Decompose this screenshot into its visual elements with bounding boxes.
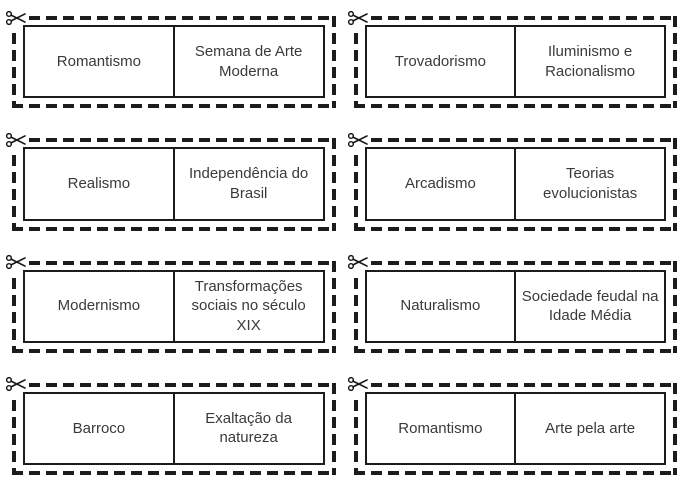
cutout-card: Arcadismo Teorias evolucionistas xyxy=(344,129,677,231)
cutout-card: Barroco Exaltação da natureza xyxy=(3,373,336,475)
scissors-icon xyxy=(344,373,371,395)
card-movement-label: Modernismo xyxy=(57,297,141,315)
cutout-card: Romantismo Arte pela arte xyxy=(344,373,677,475)
card-context-label: Iluminismo e Racionalismo xyxy=(545,43,636,80)
cutout-card: Modernismo Transformações sociais no séc… xyxy=(3,251,336,353)
card-context-label: Exaltação da natureza xyxy=(205,409,292,447)
card-movement-label: Romantismo xyxy=(56,52,141,70)
scissors-icon xyxy=(344,7,371,28)
card-context-cell: Transformações sociais no século XIX xyxy=(172,271,323,341)
card-movement-label: Arcadismo xyxy=(404,175,476,193)
card-context-label: Teorias evolucionistas xyxy=(543,165,638,202)
card-body: Realismo Independência do Brasil xyxy=(23,147,325,221)
scissors-icon xyxy=(3,373,29,395)
card-context-cell: Sociedade feudal na Idade Média xyxy=(514,271,664,341)
scissors-icon xyxy=(344,251,371,273)
cutout-card: Naturalismo Sociedade feudal na Idade Mé… xyxy=(344,251,677,353)
card-body: Romantismo Semana de Arte Moderna xyxy=(23,25,325,99)
card-movement-cell: Naturalismo xyxy=(367,272,515,341)
card-context-label: Sociedade feudal na Idade Média xyxy=(521,287,659,325)
cutout-card: Romantismo Semana de Arte Moderna xyxy=(3,7,336,109)
card-body: Barroco Exaltação da natureza xyxy=(23,391,325,465)
card-body: Trovadorismo Iluminismo e Racionalismo xyxy=(364,25,666,99)
card-context-cell: Teorias evolucionistas xyxy=(514,149,664,219)
card-movement-label: Realismo xyxy=(67,175,131,193)
cutout-card: Realismo Independência do Brasil xyxy=(3,129,336,231)
card-context-cell: Independência do Brasil xyxy=(172,149,323,219)
card-movement-label: Romantismo xyxy=(398,419,483,437)
card-body: Naturalismo Sociedade feudal na Idade Mé… xyxy=(364,269,666,343)
card-movement-cell: Realismo xyxy=(25,149,173,218)
card-context-cell: Exaltação da natureza xyxy=(172,393,323,463)
card-movement-cell: Modernismo xyxy=(25,272,173,341)
scissors-icon xyxy=(3,7,29,28)
card-context-label: Arte pela arte xyxy=(545,419,636,437)
scissors-icon xyxy=(3,129,29,151)
card-context-cell: Semana de Arte Moderna xyxy=(172,27,323,97)
card-movement-label: Barroco xyxy=(72,419,126,437)
scissors-icon xyxy=(3,251,29,273)
card-context-cell: Iluminismo e Racionalismo xyxy=(514,27,664,97)
scissors-icon xyxy=(344,129,371,151)
cutout-card: Trovadorismo Iluminismo e Racionalismo xyxy=(344,7,677,109)
card-movement-cell: Arcadismo xyxy=(367,149,515,218)
card-movement-cell: Romantismo xyxy=(25,27,173,96)
card-movement-cell: Barroco xyxy=(25,394,173,463)
card-movement-label: Trovadorismo xyxy=(394,52,486,70)
card-movement-label: Naturalismo xyxy=(400,297,481,315)
card-movement-cell: Trovadorismo xyxy=(367,27,515,96)
card-movement-cell: Romantismo xyxy=(367,394,515,463)
card-context-label: Semana de Arte Moderna xyxy=(194,43,303,80)
card-context-label: Transformações sociais no século XIX xyxy=(191,277,306,334)
card-context-cell: Arte pela arte xyxy=(514,393,664,463)
card-body: Romantismo Arte pela arte xyxy=(364,391,666,465)
card-body: Arcadismo Teorias evolucionistas xyxy=(364,147,666,221)
card-context-label: Independência do Brasil xyxy=(188,165,309,202)
card-body: Modernismo Transformações sociais no séc… xyxy=(23,269,325,343)
